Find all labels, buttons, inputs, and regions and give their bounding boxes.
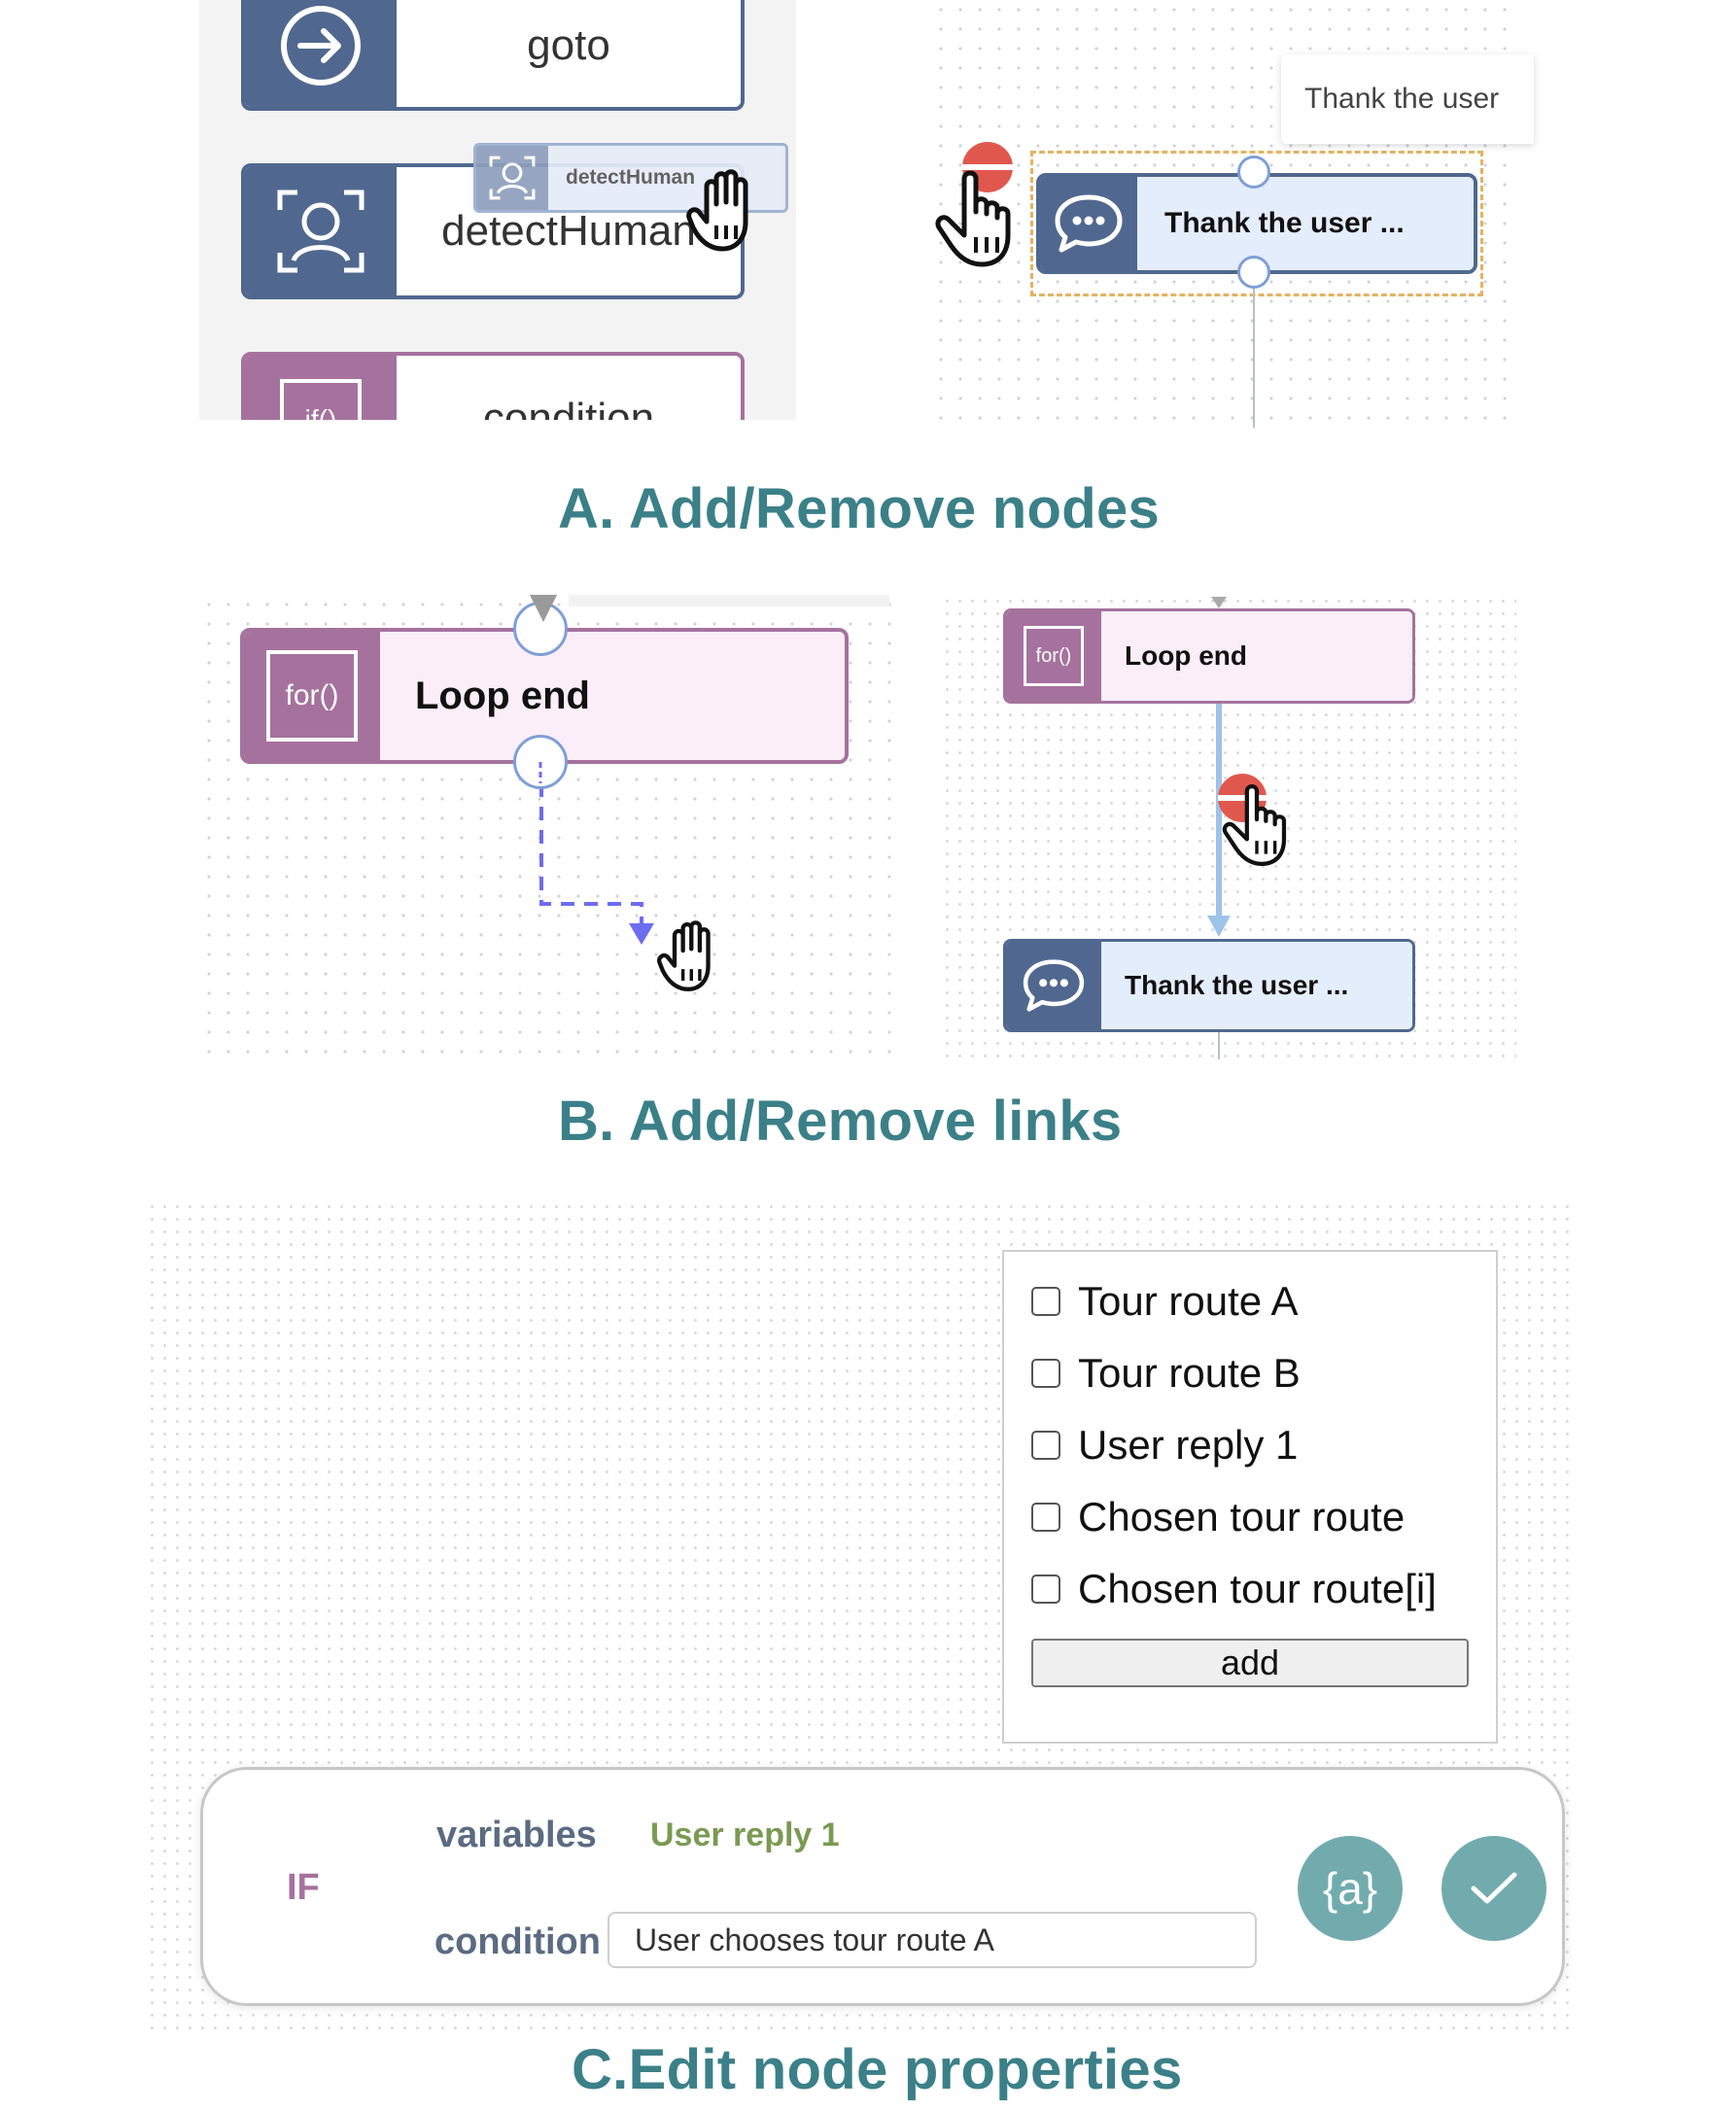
check-icon xyxy=(1471,1872,1517,1904)
node-input-port[interactable] xyxy=(1237,156,1270,189)
pointer-hand-cursor-icon xyxy=(931,165,1021,277)
canvas-node-thank-user[interactable]: Thank the user ... xyxy=(1003,939,1415,1032)
flow-canvas-b-right[interactable]: for() Loop end Thank the user ... xyxy=(941,595,1516,1059)
option-label: Chosen tour route[i] xyxy=(1078,1566,1437,1611)
selection-box xyxy=(1030,151,1483,296)
canvas-node-loop-end-large[interactable]: for() Loop end xyxy=(240,628,849,764)
variables-value[interactable]: User reply 1 xyxy=(650,1817,840,1853)
grab-hand-cursor-icon xyxy=(656,916,730,1004)
canvas-node-label: Thank the user ... xyxy=(1164,207,1405,239)
grab-hand-cursor-icon xyxy=(685,165,771,263)
if-label: IF xyxy=(287,1867,320,1908)
variable-option[interactable]: Chosen tour route xyxy=(1031,1481,1496,1553)
palette-node-detecthuman[interactable]: detectHuman xyxy=(241,163,745,299)
node-palette: goto detectHuman if() condition xyxy=(199,0,796,420)
link-line xyxy=(1253,277,1255,428)
checkbox[interactable] xyxy=(1031,1431,1060,1460)
variable-option[interactable]: Tour route B xyxy=(1031,1337,1496,1409)
for-loop-icon: for() xyxy=(1006,611,1101,701)
flow-canvas-b-left[interactable]: for() Loop end xyxy=(199,595,891,1056)
canvas-node-loop-end[interactable]: for() Loop end xyxy=(1003,608,1415,704)
if-icon: if() xyxy=(245,356,397,420)
node-tooltip: Thank the user xyxy=(1281,54,1534,144)
face-scan-icon xyxy=(245,167,397,295)
palette-node-goto[interactable]: goto xyxy=(241,0,745,111)
condition-input[interactable] xyxy=(608,1912,1257,1968)
variables-label: variables xyxy=(436,1815,597,1855)
face-scan-icon xyxy=(476,146,548,210)
condition-label: condition xyxy=(434,1921,601,1962)
checkbox[interactable] xyxy=(1031,1287,1060,1316)
palette-node-label: condition xyxy=(482,395,655,420)
checkbox[interactable] xyxy=(1031,1575,1060,1604)
if-icon-text: if() xyxy=(280,379,362,420)
section-title-c: C.Edit node properties xyxy=(572,2038,1183,2101)
pointer-hand-cursor-icon xyxy=(1219,779,1295,876)
flow-canvas-a[interactable]: Thank the user Thank the user ... xyxy=(931,0,1534,428)
for-icon-text: for() xyxy=(266,650,358,742)
checkbox[interactable] xyxy=(1031,1503,1060,1532)
add-variable-button[interactable]: add xyxy=(1031,1639,1469,1687)
insert-variable-text: {a} xyxy=(1322,1863,1378,1914)
palette-node-condition[interactable]: if() condition xyxy=(241,352,745,420)
option-label: User reply 1 xyxy=(1078,1422,1299,1468)
chat-bubble-icon xyxy=(1006,942,1101,1029)
variable-option[interactable]: Tour route A xyxy=(1031,1265,1496,1337)
section-title-a: A. Add/Remove nodes xyxy=(558,477,1161,540)
node-output-port[interactable] xyxy=(1237,256,1270,289)
chat-bubble-icon xyxy=(1040,177,1137,270)
option-label: Tour route B xyxy=(1078,1350,1301,1396)
variable-dropdown: Tour route A Tour route B User reply 1 C… xyxy=(1002,1250,1498,1744)
variable-option[interactable]: Chosen tour route[i] xyxy=(1031,1553,1496,1625)
palette-node-label: detectHuman xyxy=(441,207,696,255)
palette-node-label: goto xyxy=(527,21,610,69)
section-title-b: B. Add/Remove links xyxy=(558,1090,1123,1153)
for-loop-icon: for() xyxy=(244,632,380,760)
node-input-port[interactable] xyxy=(513,602,568,656)
variable-option[interactable]: User reply 1 xyxy=(1031,1409,1496,1481)
arrow-right-circle-icon xyxy=(245,0,397,107)
tooltip-text: Thank the user xyxy=(1304,83,1500,115)
confirm-button[interactable] xyxy=(1441,1836,1546,1941)
for-icon-text: for() xyxy=(1024,626,1084,686)
drag-ghost-label: detectHuman xyxy=(566,166,696,189)
canvas-node-label: Thank the user ... xyxy=(1125,970,1349,1000)
node-property-editor: IF variables User reply 1 condition {a} xyxy=(200,1767,1565,2006)
option-label: Tour route A xyxy=(1078,1278,1299,1324)
option-label: Chosen tour route xyxy=(1078,1494,1406,1540)
insert-variable-button[interactable]: {a} xyxy=(1298,1836,1403,1941)
canvas-node-label: Loop end xyxy=(1125,640,1247,671)
checkbox[interactable] xyxy=(1031,1359,1060,1388)
canvas-node-label: Loop end xyxy=(415,674,590,717)
